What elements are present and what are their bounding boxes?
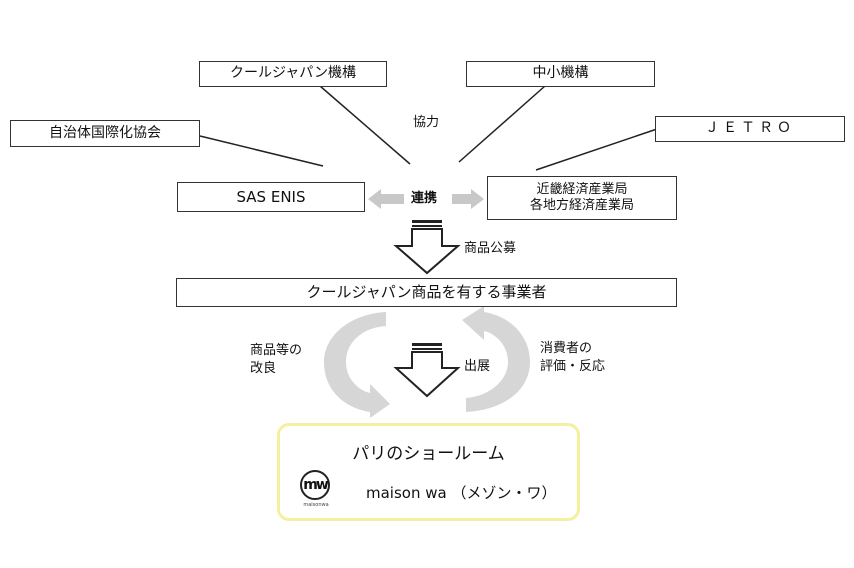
cooperation-label: 協力 — [413, 115, 440, 130]
left-curved-arrow — [324, 312, 390, 418]
line-jetro — [535, 127, 661, 171]
improve-label-line2: 改良 — [250, 360, 277, 376]
down-arrow-product-call — [393, 220, 461, 275]
maison-wa-logo-icon: mw — [300, 470, 330, 500]
line-cool-japan — [319, 85, 411, 165]
businesses-box: クールジャパン商品を有する事業者 — [176, 278, 677, 307]
feedback-label: 消費者の 評価・反応 — [540, 340, 605, 375]
cool-japan-label: クールジャパン機構 — [230, 65, 356, 82]
clair-box: 自治体国際化協会 — [10, 120, 200, 147]
sas-enis-label: SAS ENIS — [236, 187, 306, 206]
showroom-box: パリのショールーム mw maisonwa maison wa （メゾン・ワ） — [277, 423, 580, 521]
meti-label-line1: 近畿経済産業局 — [536, 181, 628, 197]
improve-label-line1: 商品等の — [250, 343, 303, 358]
sas-enis-box: SAS ENIS — [177, 182, 365, 212]
exhibit-label: 出展 — [464, 359, 491, 374]
meti-label-line2: 各地方経済産業局 — [529, 198, 634, 213]
meti-box: 近畿経済産業局 各地方経済産業局 — [487, 176, 677, 220]
down-arrow-exhibit — [393, 343, 461, 398]
improve-label: 商品等の 改良 — [250, 342, 302, 377]
feedback-label-line1: 消費者の — [540, 341, 593, 356]
line-smrj — [458, 85, 546, 163]
jetro-label: ＪＥＴＲＯ — [705, 120, 795, 137]
right-curved-arrow — [462, 306, 530, 412]
left-gray-arrow — [368, 189, 404, 209]
cool-japan-box: クールジャパン機構 — [199, 61, 387, 87]
product-call-label: 商品公募 — [464, 241, 517, 256]
showroom-title: パリのショールーム — [352, 444, 505, 464]
partnership-label: 連携 — [411, 191, 438, 206]
businesses-label: クールジャパン商品を有する事業者 — [306, 283, 547, 302]
line-clair — [199, 135, 324, 167]
showroom-name: maison wa （メゾン・ワ） — [366, 484, 557, 502]
smrj-box: 中小機構 — [466, 61, 655, 87]
smrj-label: 中小機構 — [532, 65, 589, 82]
logo-text: mw — [303, 477, 328, 493]
right-gray-arrow — [452, 189, 484, 209]
clair-label: 自治体国際化協会 — [49, 124, 161, 141]
logo-subtext: maisonwa — [303, 502, 329, 508]
jetro-box: ＪＥＴＲＯ — [655, 116, 845, 142]
feedback-label-line2: 評価・反応 — [540, 358, 606, 374]
